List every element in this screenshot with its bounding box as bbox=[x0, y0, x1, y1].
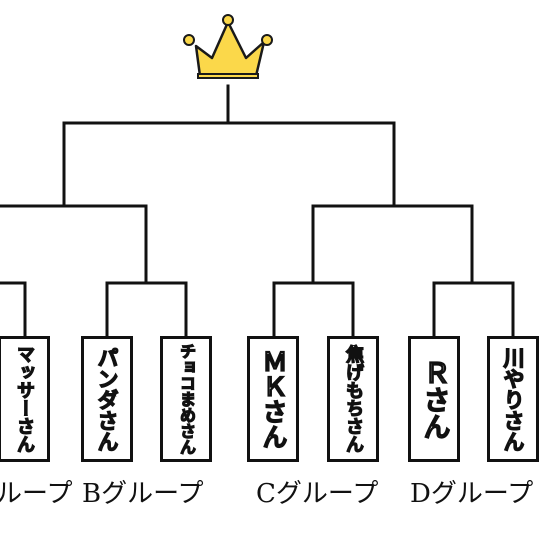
player-name: マッサーさん bbox=[13, 344, 35, 453]
player-box-massar: マッサーさん bbox=[0, 336, 50, 462]
player-box-kawayari: 川やりさん bbox=[487, 336, 539, 462]
player-name: Ｒさん bbox=[418, 358, 450, 440]
player-name: チョコまめさん bbox=[176, 342, 196, 455]
player-box-panda: パンダさん bbox=[81, 336, 133, 462]
group-label-c: Cグループ bbox=[256, 479, 379, 509]
crown-icon bbox=[183, 14, 273, 79]
group-label-d: Dグループ bbox=[410, 479, 534, 509]
bracket-quarter-a-line bbox=[0, 281, 27, 338]
group-label-a: ループ bbox=[0, 479, 73, 509]
player-box-r: Ｒさん bbox=[408, 336, 460, 462]
bracket-semifinal-right-line bbox=[311, 204, 474, 285]
bracket-quarter-c-line bbox=[272, 281, 355, 338]
group-label-b: Bグループ bbox=[82, 479, 204, 509]
player-box-kogemochi: 焦げもちさん bbox=[327, 336, 379, 462]
player-name: パンダさん bbox=[94, 346, 119, 452]
player-name: 焦げもちさん bbox=[342, 344, 364, 453]
bracket-final-line bbox=[62, 84, 396, 208]
player-box-chocomame: チョコまめさん bbox=[160, 336, 212, 462]
player-box-mk: ＭＫさん bbox=[247, 336, 299, 462]
player-name: ＭＫさん bbox=[258, 348, 288, 449]
bracket-semifinal-left-line bbox=[0, 204, 148, 285]
player-name: 川やりさん bbox=[500, 346, 525, 452]
bracket-quarter-b-line bbox=[105, 281, 188, 338]
bracket-quarter-d-line bbox=[432, 281, 515, 338]
